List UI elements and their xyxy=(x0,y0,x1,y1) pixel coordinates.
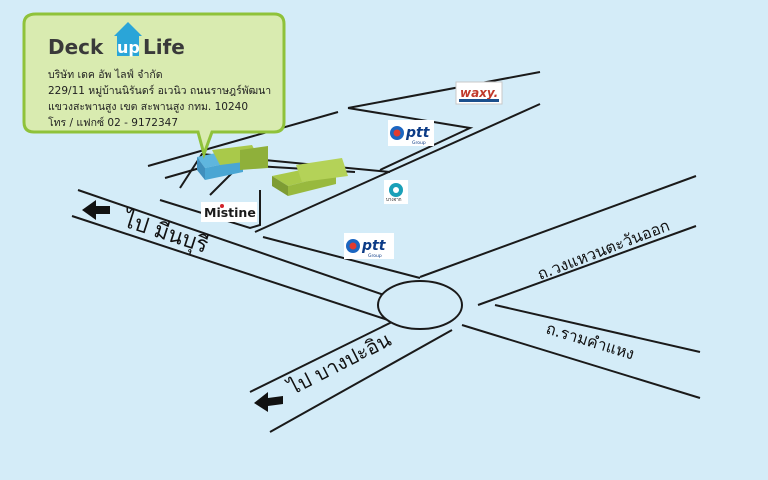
arrow-left-icon xyxy=(254,392,283,412)
house-icon xyxy=(114,22,142,56)
svg-text:Life: Life xyxy=(143,35,185,59)
svg-text:ptt: ptt xyxy=(405,125,431,141)
ramkhamhaeng-upper-edge xyxy=(494,304,701,353)
waxy-logo: waxy. xyxy=(455,81,503,105)
svg-text:waxy.: waxy. xyxy=(460,86,498,100)
bangpain-road-lower-edge xyxy=(269,329,453,433)
bangpain-road-upper-edge xyxy=(249,321,393,393)
ring-road-upper-edge xyxy=(419,175,697,278)
soi-outline-top xyxy=(347,107,474,171)
ptt-logo-bottom: ptt Group xyxy=(344,233,394,259)
svg-text:บางจาก: บางจาก xyxy=(386,198,402,203)
roundabout xyxy=(377,280,463,330)
company-name: บริษัท เดค อัพ ไลฟ์ จำกัด xyxy=(48,68,163,81)
main-road-upper-edge xyxy=(77,189,391,298)
soi-outline-left xyxy=(147,111,339,167)
neighbor-buildings xyxy=(272,158,348,196)
ring-road-lower-edge xyxy=(477,225,697,306)
main-road-lower-edge xyxy=(71,215,389,321)
svg-text:Mistine: Mistine xyxy=(204,205,256,220)
svg-text:Group: Group xyxy=(368,253,382,259)
target-building xyxy=(197,145,268,180)
svg-text:up: up xyxy=(117,38,140,57)
ratchaphatthana-lower-edge xyxy=(262,236,421,279)
deckuplife-logo: Deck up Life xyxy=(48,22,185,59)
svg-text:Group: Group xyxy=(412,140,426,146)
label-to-bangpain: ไป บางปะอิน xyxy=(283,327,396,400)
address-line-1: 229/11 หมู่บ้านนิรันดร์ อเวนิว ถนนราษฎร์… xyxy=(48,84,271,97)
soi-top-right xyxy=(347,71,541,109)
address-line-2: แขวงสะพานสูง เขต สะพานสูง กทม. 10240 xyxy=(48,101,248,113)
soi-outline-inner xyxy=(164,167,201,179)
ptt-logo-top: ptt Group xyxy=(388,120,434,146)
ramkhamhaeng-lower-edge xyxy=(461,324,701,399)
company-info-callout xyxy=(22,12,286,159)
mistine-logo: Mistine xyxy=(201,202,257,222)
arrow-left-icon xyxy=(82,200,110,220)
svg-text:ptt: ptt xyxy=(361,238,387,254)
svg-text:Deck: Deck xyxy=(48,35,104,59)
bangchak-logo: บางจาก xyxy=(384,180,408,204)
label-ramkhamhaeng: ถ.รามคำแหง xyxy=(544,319,637,364)
label-to-minburi: ไป มีนบุรี xyxy=(118,206,211,258)
label-kanchanaphisek: ถ.วงแหวนตะวันออก xyxy=(535,216,673,284)
phone-fax: โทร / แฟกซ์ 02 - 9172347 xyxy=(48,116,178,129)
ratchaphatthana-upper-edge xyxy=(254,103,541,233)
